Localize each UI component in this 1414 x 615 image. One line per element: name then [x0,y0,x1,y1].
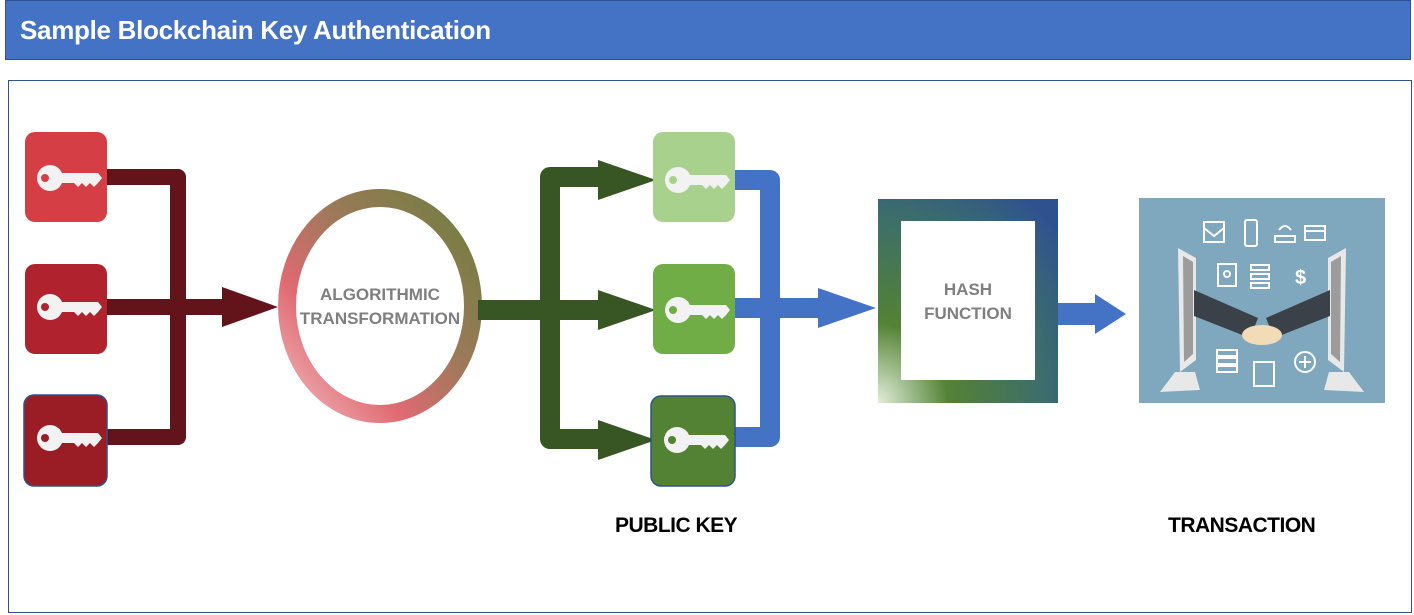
hash-label-line2: FUNCTION [924,304,1012,323]
transaction-label: TRANSACTION [1168,514,1316,537]
public-key-2 [653,264,735,354]
private-key-2 [25,264,107,354]
arrow-to-transform [222,287,278,327]
hash-node-label: HASH FUNCTION [901,278,1035,326]
hash-function-node [878,199,1058,403]
algorithmic-transformation-node [278,189,482,423]
public-key-1 [653,132,735,222]
public-key-3 [650,395,736,487]
private-key-1 [25,132,107,222]
hash-label-line1: HASH [943,280,993,299]
hash-connector [735,170,1126,447]
arrow-to-transaction [1095,294,1126,334]
public-key-label: PUBLIC KEY [615,514,738,537]
private-key-connector [105,169,278,445]
public-key-connector [478,160,656,460]
transform-label-line2: TRANSFORMATION [299,309,461,328]
private-key-3 [23,394,108,487]
header-bar: Sample Blockchain Key Authentication [5,0,1411,60]
transform-label-line1: ALGORITHMIC [320,285,440,304]
transaction-illustration: $ [1139,198,1385,403]
transaction-icons [1203,219,1326,387]
page-title: Sample Blockchain Key Authentication [20,15,491,45]
dollar-icon: $ [1295,267,1306,289]
transform-node-label: ALGORITHMIC TRANSFORMATION [290,283,470,331]
